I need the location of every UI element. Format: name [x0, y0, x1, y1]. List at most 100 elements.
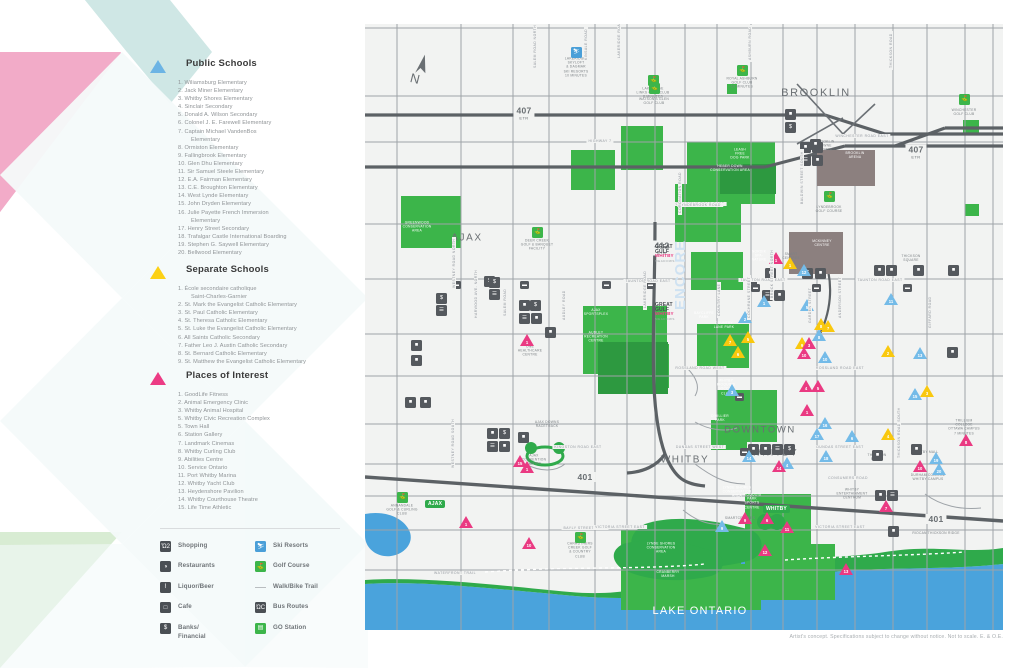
amenity-marker[interactable]: ■ [815, 268, 826, 279]
golf-course-marker[interactable]: ⛳ [737, 65, 748, 76]
map-canvas[interactable]: NBROOKLINAJAXWHITBYDOWNTOWNWHITBY407ETR4… [365, 24, 1003, 630]
place-of-interest-marker[interactable]: 1 [459, 516, 473, 528]
amenity-marker[interactable]: $ [784, 444, 795, 455]
separate-school-marker[interactable]: 4 [881, 428, 895, 440]
golf-course-marker[interactable]: ⛳ [532, 227, 543, 238]
amenity-marker[interactable]: ■ [911, 444, 922, 455]
public-school-marker[interactable]: 13 [913, 347, 927, 359]
amenity-marker[interactable]: ☰ [436, 305, 447, 316]
public-school-marker[interactable]: 3 [725, 384, 739, 396]
amenity-marker[interactable]: $ [489, 277, 500, 288]
amenity-marker[interactable]: ■ [785, 109, 796, 120]
place-of-interest-marker[interactable]: 5 [811, 380, 825, 392]
public-school-marker[interactable]: 15 [908, 388, 922, 400]
golf-course-marker[interactable]: ⛳ [397, 492, 408, 503]
amenity-marker[interactable]: ■ [874, 265, 885, 276]
amenity-marker[interactable]: ■ [812, 155, 823, 166]
bus-route-marker[interactable]: ▬ [812, 284, 821, 292]
marker-number: 1 [805, 410, 809, 415]
place-of-interest-marker[interactable]: 1 [800, 404, 814, 416]
separate-school-marker[interactable]: 6 [731, 346, 745, 358]
separate-school-marker[interactable]: 2 [881, 345, 895, 357]
amenity-marker[interactable]: ■ [875, 490, 886, 501]
place-of-interest-marker[interactable]: 6 [760, 512, 774, 524]
amenity-marker[interactable]: ■ [487, 428, 498, 439]
amenity-marker[interactable]: $ [530, 300, 541, 311]
amenity-marker[interactable]: ■ [947, 347, 958, 358]
amenity-marker[interactable]: ■ [948, 265, 959, 276]
bus-route-marker[interactable]: ▬ [602, 281, 611, 289]
amenity-marker[interactable]: $ [499, 428, 510, 439]
amenity-marker[interactable]: ☰ [519, 313, 530, 324]
amenity-marker[interactable]: ☰ [887, 490, 898, 501]
place-of-interest-marker[interactable]: 4 [799, 380, 813, 392]
public-school-marker[interactable]: 14 [742, 450, 756, 462]
place-of-interest-marker[interactable]: 3 [802, 337, 816, 349]
place-of-interest-marker[interactable]: 1 [520, 334, 534, 346]
public-school-marker[interactable]: 16 [818, 417, 832, 429]
golf-course-marker[interactable]: ⛳ [824, 191, 835, 202]
golf-course-marker[interactable]: ⛳ [649, 83, 660, 94]
public-school-marker[interactable]: 20 [932, 463, 946, 475]
amenity-marker[interactable]: ■ [888, 526, 899, 537]
place-of-interest-marker[interactable]: 7 [879, 500, 893, 512]
public-school-marker[interactable]: 12 [797, 264, 811, 276]
bus-route-marker[interactable]: ▬ [735, 393, 744, 401]
place-of-interest-marker[interactable]: 1 [520, 461, 534, 473]
golf-course-marker[interactable]: ⛳ [648, 75, 659, 86]
amenity-marker[interactable]: ■ [545, 327, 556, 338]
amenity-marker[interactable]: ■ [886, 265, 897, 276]
separate-school-marker[interactable]: 7 [723, 334, 737, 346]
bus-route-marker[interactable]: ▬ [903, 284, 912, 292]
bus-route-marker[interactable]: ▬ [520, 281, 529, 289]
public-school-marker[interactable]: 18 [819, 450, 833, 462]
amenity-marker[interactable]: $ [785, 122, 796, 133]
golf-course-marker[interactable]: ⛳ [575, 532, 586, 543]
amenity-marker[interactable]: ■ [519, 300, 530, 311]
amenity-marker[interactable]: ☰ [487, 441, 498, 452]
amenity-marker[interactable]: $ [436, 293, 447, 304]
public-school-marker[interactable]: 10 [818, 351, 832, 363]
place-of-interest-marker[interactable]: 9 [738, 512, 752, 524]
place-of-interest-marker[interactable]: 11 [780, 521, 794, 533]
amenity-marker[interactable]: ☰ [772, 444, 783, 455]
amenity-marker[interactable]: ☰ [489, 289, 500, 300]
place-of-interest-marker[interactable]: 8 [959, 434, 973, 446]
amenity-marker[interactable]: ■ [420, 397, 431, 408]
amenity-marker[interactable]: ■ [411, 340, 422, 351]
amenity-marker[interactable]: ■ [748, 444, 759, 455]
place-of-interest-marker[interactable]: 10 [522, 537, 536, 549]
amenity-marker[interactable]: ■ [499, 441, 510, 452]
place-of-interest-marker[interactable]: 10 [913, 460, 927, 472]
public-school-marker[interactable]: 17 [810, 428, 824, 440]
amenity-marker[interactable]: ■ [518, 432, 529, 443]
separate-school-marker[interactable]: 3 [920, 385, 934, 397]
amenity-marker[interactable]: ■ [810, 139, 821, 150]
place-of-interest-marker[interactable]: 12 [758, 544, 772, 556]
amenity-marker[interactable]: ■ [913, 265, 924, 276]
amenity-marker[interactable]: ■ [760, 444, 771, 455]
amenity-marker[interactable]: ■ [774, 290, 785, 301]
separate-school-marker[interactable]: 5 [741, 331, 755, 343]
public-school-marker[interactable]: 9 [715, 520, 729, 532]
amenity-marker[interactable]: ■ [800, 142, 811, 153]
place-of-interest-marker[interactable]: 10 [797, 347, 811, 359]
amenity-marker[interactable]: ■ [872, 450, 883, 461]
amenity-marker[interactable]: ■ [405, 397, 416, 408]
amenity-marker[interactable]: ■ [531, 313, 542, 324]
public-school-marker[interactable]: 6 [845, 430, 859, 442]
public-school-marker[interactable]: 19 [929, 452, 943, 464]
bus-route-marker[interactable]: ▬ [751, 284, 760, 292]
bus-route-marker[interactable]: ▬ [452, 281, 461, 289]
amenity-marker[interactable]: ■ [411, 355, 422, 366]
separate-school-marker[interactable]: 1 [783, 257, 797, 269]
golf-course-marker[interactable]: ⛳ [959, 94, 970, 105]
public-school-marker[interactable]: 11 [884, 293, 898, 305]
place-of-interest-marker[interactable]: 13 [839, 563, 853, 575]
separate-school-marker[interactable]: 8 [814, 318, 828, 330]
ski-resort-marker[interactable]: ⛷ [571, 47, 582, 58]
place-of-interest-marker[interactable]: 14 [772, 460, 786, 472]
amenity-marker[interactable]: ☰ [800, 155, 811, 166]
public-school-marker[interactable]: 1 [757, 295, 771, 307]
bus-route-marker[interactable]: ▬ [646, 281, 655, 289]
